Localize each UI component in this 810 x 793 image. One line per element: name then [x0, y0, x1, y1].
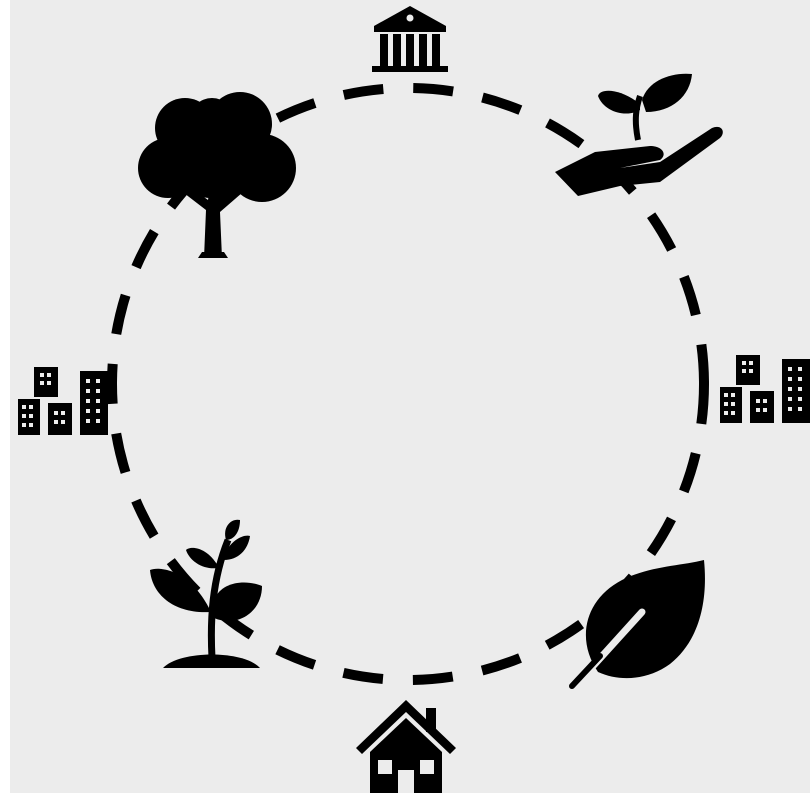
- plant-sprout-icon: [150, 519, 262, 668]
- diagram-background: [10, 0, 810, 793]
- city-buildings-icon: [18, 367, 108, 435]
- tree-icon: [138, 92, 296, 258]
- hand-sprout-icon: [555, 73, 723, 196]
- dashed-cycle-ring: [107, 83, 709, 685]
- city-buildings-icon: [720, 355, 810, 423]
- leaf-icon: [569, 560, 705, 690]
- bank-icon: [372, 6, 448, 72]
- house-icon: [356, 700, 456, 793]
